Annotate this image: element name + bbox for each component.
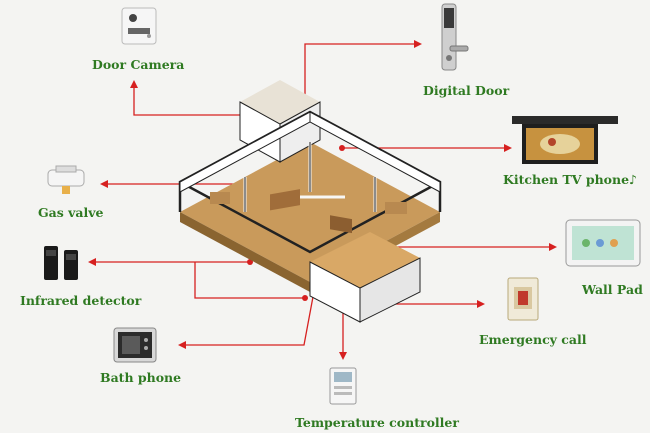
kitchen-tv-label: Kitchen TV phone♪ bbox=[503, 172, 638, 187]
digital-door-lock-icon bbox=[436, 2, 470, 74]
emergency-call-button-icon bbox=[505, 275, 541, 323]
thermostat-icon bbox=[328, 366, 358, 406]
wire-infrared-2 bbox=[194, 262, 305, 299]
house-floor-plan bbox=[178, 80, 442, 323]
wall-pad-label: Wall Pad bbox=[582, 282, 643, 297]
wall-pad-tablet-icon bbox=[564, 218, 642, 268]
gas-valve-label: Gas valve bbox=[38, 205, 104, 220]
door-camera-label: Door Camera bbox=[92, 57, 185, 72]
emergency-call-label: Emergency call bbox=[479, 332, 587, 347]
node-kitchen-tv bbox=[339, 145, 345, 151]
infrared-detector-label: Infrared detector bbox=[20, 293, 142, 308]
temperature-controller-label: Temperature controller bbox=[295, 415, 459, 430]
gas-valve-icon bbox=[42, 164, 90, 196]
bath-phone-icon bbox=[112, 326, 158, 364]
kitchen-tv-icon bbox=[510, 114, 620, 166]
digital-door-label: Digital Door bbox=[423, 83, 510, 98]
door-camera-icon bbox=[120, 6, 158, 46]
bath-phone-label: Bath phone bbox=[100, 370, 182, 385]
node-infrared-2 bbox=[302, 295, 308, 301]
infrared-sensor-icon bbox=[40, 242, 84, 282]
